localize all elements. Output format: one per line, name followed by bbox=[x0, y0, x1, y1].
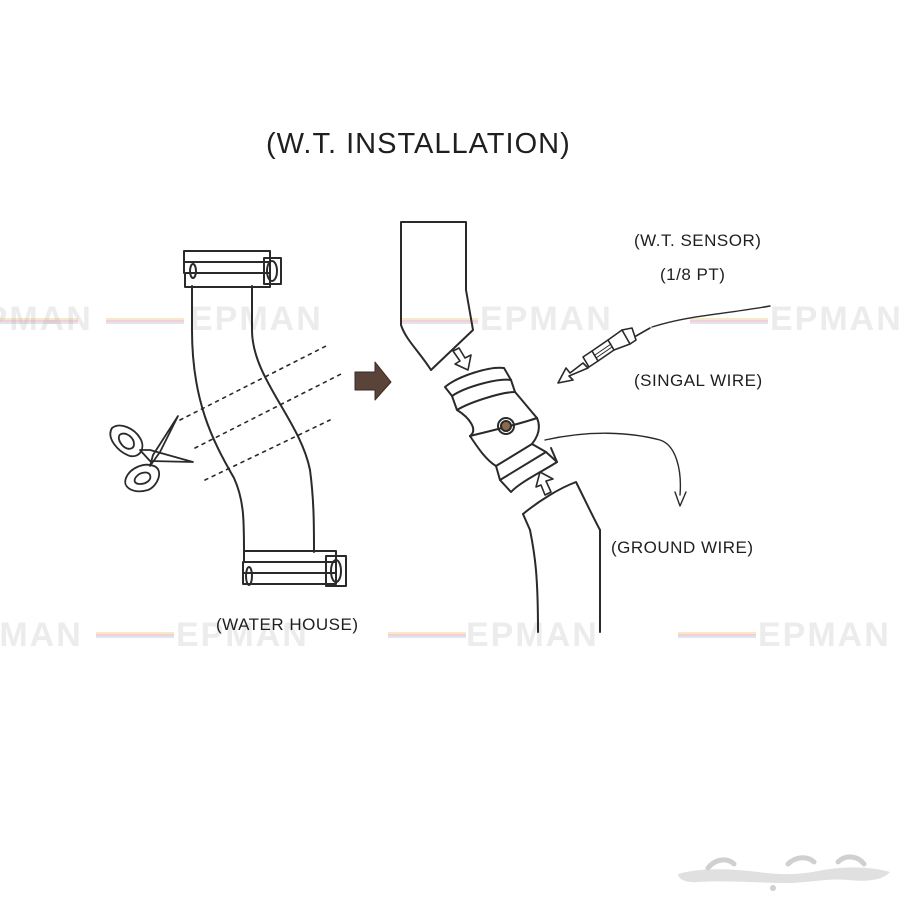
watermark-text: EPMAN bbox=[770, 300, 900, 338]
insert-arrow-top bbox=[452, 347, 472, 371]
watermark-stripe bbox=[106, 318, 184, 324]
watermark-text: EPMAN bbox=[0, 616, 83, 654]
water-house-label: (WATER HOUSE) bbox=[216, 615, 359, 634]
temperature-sensor-icon bbox=[582, 327, 651, 368]
watermark-stripe bbox=[678, 632, 756, 638]
haraj-logo bbox=[678, 854, 890, 891]
watermark-text: EPMAN bbox=[466, 616, 599, 654]
thread-label: (1/8 PT) bbox=[660, 265, 726, 284]
scissors-icon bbox=[109, 415, 194, 493]
water-hose bbox=[191, 285, 315, 553]
watermark-text: EPMAN bbox=[0, 300, 93, 338]
watermark-text: EPMAN bbox=[758, 616, 891, 654]
ground-wire-arrow-icon bbox=[674, 491, 687, 507]
ground-wire-label: (GROUND WIRE) bbox=[611, 538, 754, 557]
watermark-stripe bbox=[690, 318, 768, 324]
sensor-label: (W.T. SENSOR) bbox=[634, 231, 762, 250]
lower-hose-section bbox=[522, 481, 601, 633]
signal-wire bbox=[651, 305, 771, 328]
page-title: (W.T. INSTALLATION) bbox=[266, 128, 571, 160]
watermark-text: EPMAN bbox=[190, 300, 323, 338]
sensor-adapter bbox=[444, 366, 558, 493]
watermark-text: EPMAN bbox=[480, 300, 613, 338]
insert-arrow-sensor bbox=[557, 362, 589, 384]
insert-arrow-bottom bbox=[535, 471, 554, 496]
watermark-stripe bbox=[400, 318, 478, 324]
hose-clamp-bottom bbox=[242, 550, 347, 587]
direction-arrow bbox=[354, 361, 392, 401]
ground-wire bbox=[544, 432, 682, 496]
watermark-stripe bbox=[388, 632, 466, 638]
hose-clamp-top bbox=[183, 250, 282, 288]
upper-hose-section bbox=[400, 221, 474, 371]
watermark-stripe bbox=[96, 632, 174, 638]
watermark-stripe bbox=[0, 318, 78, 324]
cut-lines bbox=[179, 344, 344, 481]
signal-wire-label: (SINGAL WIRE) bbox=[634, 371, 763, 390]
watermark-text: EPMAN bbox=[176, 616, 309, 654]
